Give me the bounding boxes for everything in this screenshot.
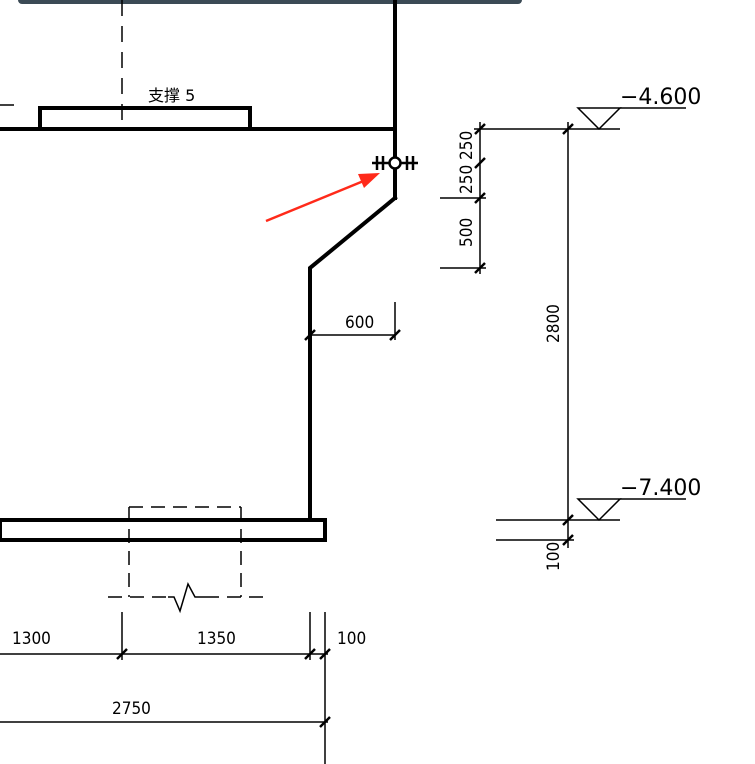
- red-arrow: [265, 173, 380, 223]
- dim-2750-text: 2750: [112, 699, 151, 719]
- level-marker-bottom: [576, 498, 686, 522]
- dim-250a-text: 250: [457, 131, 477, 160]
- waterstop-symbol: [372, 156, 418, 170]
- dim-1300-text: 1300: [12, 629, 51, 649]
- level-top-text: −4.600: [620, 85, 701, 110]
- support-label: 支撑 5: [148, 86, 195, 105]
- dim-1350-text: 1350: [197, 629, 236, 649]
- level-bottom-text: −7.400: [620, 476, 701, 501]
- dim-600: [304, 302, 401, 341]
- header-bar: [18, 0, 522, 4]
- dashed-pit: [108, 506, 266, 598]
- level-marker-top: [576, 107, 686, 131]
- dim-100-bottom-text: 100: [337, 629, 366, 649]
- dim-bottom-row: [0, 612, 331, 764]
- dim-250b-text: 250: [457, 165, 477, 194]
- dim-500-text: 500: [457, 218, 477, 247]
- dim-600-text: 600: [345, 313, 374, 333]
- break-symbol: [168, 582, 205, 614]
- wall-outline: [0, 0, 398, 542]
- dim-100-right-text: 100: [544, 542, 564, 571]
- dim-2800-text: 2800: [544, 304, 564, 343]
- dim-haunch-vertical: [440, 122, 496, 274]
